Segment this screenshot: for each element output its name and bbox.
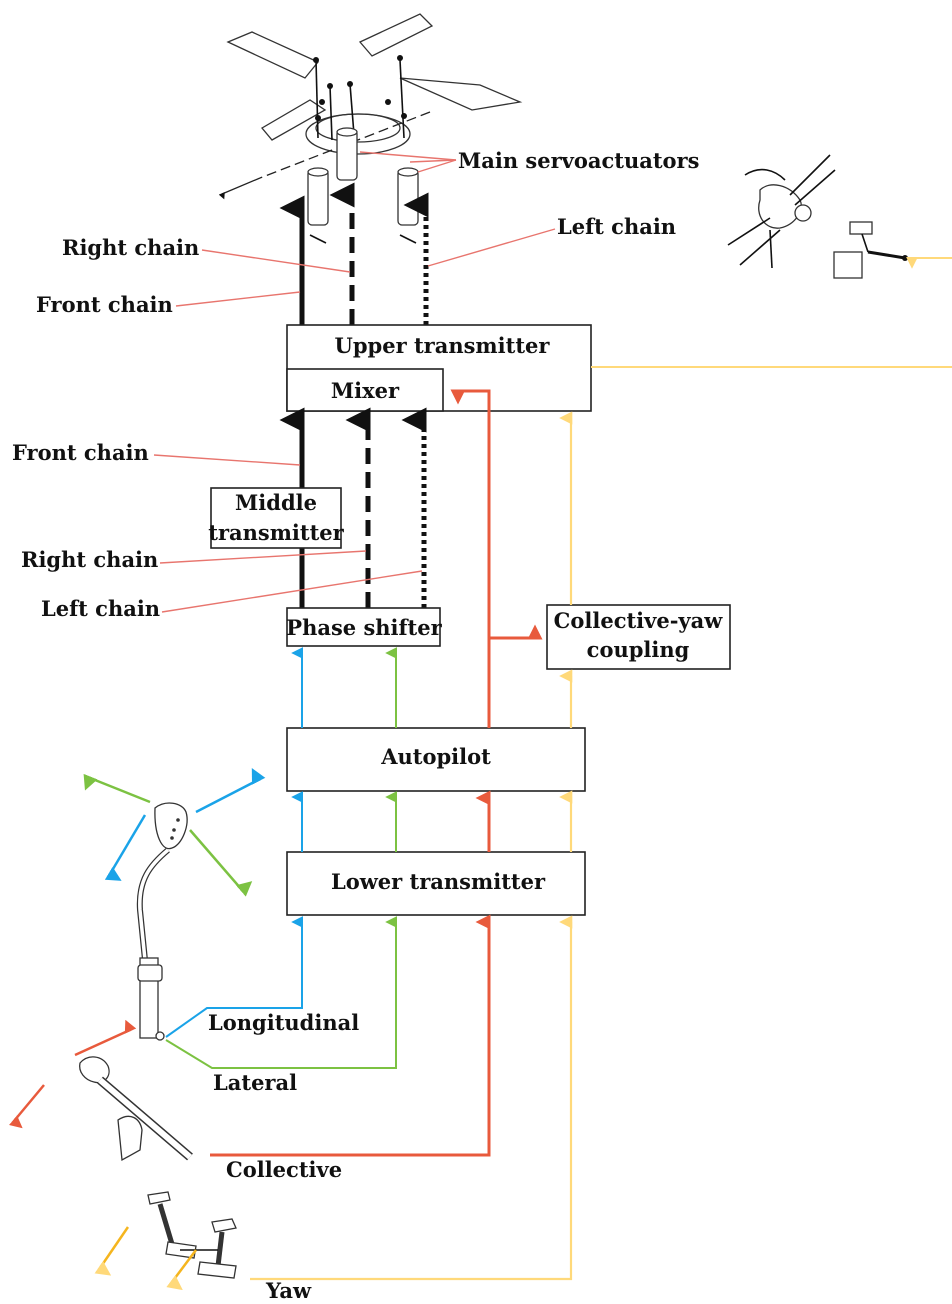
cyclic-stick-icon — [136, 802, 188, 1041]
engine-control-icon — [727, 154, 908, 279]
right-chain-top-label: Right chain — [62, 235, 199, 260]
yaw-pedals-icon — [147, 1191, 237, 1279]
middle-transmitter-label-2: transmitter — [208, 520, 344, 545]
autopilot-label: Autopilot — [380, 744, 491, 769]
collective-signal-line — [210, 914, 491, 1157]
lower-transmitter-label: Lower transmitter — [331, 869, 546, 894]
left-chain-mid-label: Left chain — [41, 596, 160, 621]
main-servoactuators-label: Main servoactuators — [458, 148, 699, 173]
lower-transmitter-box — [286, 851, 586, 916]
lateral-signal-line — [165, 916, 398, 1069]
autopilot-box — [286, 727, 586, 792]
yaw-signal-line — [250, 915, 573, 1281]
front-chain-mid-label: Front chain — [12, 440, 149, 465]
collective-yaw-label-2: coupling — [587, 637, 690, 662]
middle-transmitter-label-1: Middle — [235, 490, 317, 515]
phase-shifter-label: Phase shifter — [286, 615, 442, 640]
phase-shifter-box — [286, 607, 441, 647]
front-chain-top-label: Front chain — [36, 292, 173, 317]
collective-lever-icon — [79, 1056, 193, 1162]
longitudinal-signal-line — [165, 916, 304, 1038]
lateral-label: Lateral — [213, 1070, 297, 1095]
rotor-blades-icon — [218, 13, 523, 200]
yaw-label: Yaw — [265, 1278, 312, 1303]
left-chain-top-label: Left chain — [557, 214, 676, 239]
mixer-label: Mixer — [331, 378, 400, 403]
collective-yaw-coupling-box — [546, 604, 731, 670]
mixer-box — [286, 368, 444, 412]
collective-mixer-arrow — [450, 389, 491, 728]
longitudinal-label: Longitudinal — [208, 1010, 359, 1035]
right-chain-mid-label: Right chain — [21, 547, 158, 572]
collective-yaw-label-1: Collective-yaw — [554, 608, 724, 633]
upper-transmitter-label: Upper transmitter — [335, 333, 551, 358]
middle-transmitter-box — [210, 487, 342, 549]
collective-label: Collective — [226, 1157, 342, 1182]
